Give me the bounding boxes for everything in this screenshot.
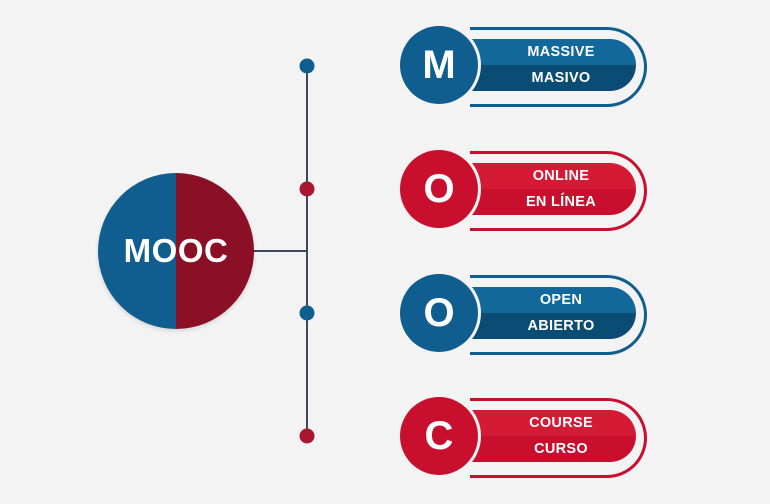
item-label-es: MASIVO bbox=[531, 70, 591, 86]
item-label-en: COURSE bbox=[529, 415, 593, 431]
item-online: ONLINE EN LÍNEA O bbox=[397, 147, 652, 231]
item-bar-top: ONLINE bbox=[470, 163, 636, 189]
timeline-dot-2 bbox=[299, 181, 315, 197]
timeline-dot-3 bbox=[299, 305, 315, 321]
item-pill: COURSE CURSO bbox=[470, 410, 636, 462]
item-massive: MASSIVE MASIVO M bbox=[397, 23, 652, 107]
item-bar-top: MASSIVE bbox=[470, 39, 636, 65]
item-bar-bottom: MASIVO bbox=[470, 65, 636, 91]
item-course: COURSE CURSO C bbox=[397, 394, 652, 478]
item-open: OPEN ABIERTO O bbox=[397, 271, 652, 355]
item-bar-top: COURSE bbox=[470, 410, 636, 436]
item-label-es: EN LÍNEA bbox=[525, 194, 597, 210]
timeline-dot-1 bbox=[299, 58, 315, 74]
item-label-en: MASSIVE bbox=[527, 44, 595, 60]
item-label-es: CURSO bbox=[534, 441, 588, 457]
item-bar-bottom: CURSO bbox=[470, 436, 636, 462]
item-label-en: OPEN bbox=[539, 292, 583, 308]
item-letter-circle: O bbox=[400, 274, 478, 352]
item-letter-circle: M bbox=[400, 26, 478, 104]
item-label-es: ABIERTO bbox=[527, 318, 595, 334]
item-label-en: ONLINE bbox=[532, 168, 590, 184]
hub-right-half bbox=[176, 173, 254, 329]
item-pill: OPEN ABIERTO bbox=[470, 287, 636, 339]
hub-left-half bbox=[98, 173, 176, 329]
item-pill: ONLINE EN LÍNEA bbox=[470, 163, 636, 215]
item-pill: MASSIVE MASIVO bbox=[470, 39, 636, 91]
item-bar-bottom: ABIERTO bbox=[470, 313, 636, 339]
item-letter-circle: C bbox=[400, 397, 478, 475]
item-letter-circle: O bbox=[400, 150, 478, 228]
timeline-dot-4 bbox=[299, 428, 315, 444]
hub-label: MOOC bbox=[123, 232, 229, 269]
item-bar-bottom: EN LÍNEA bbox=[470, 189, 636, 215]
mooc-hub-circle: MOOC bbox=[98, 173, 254, 329]
item-bar-top: OPEN bbox=[470, 287, 636, 313]
